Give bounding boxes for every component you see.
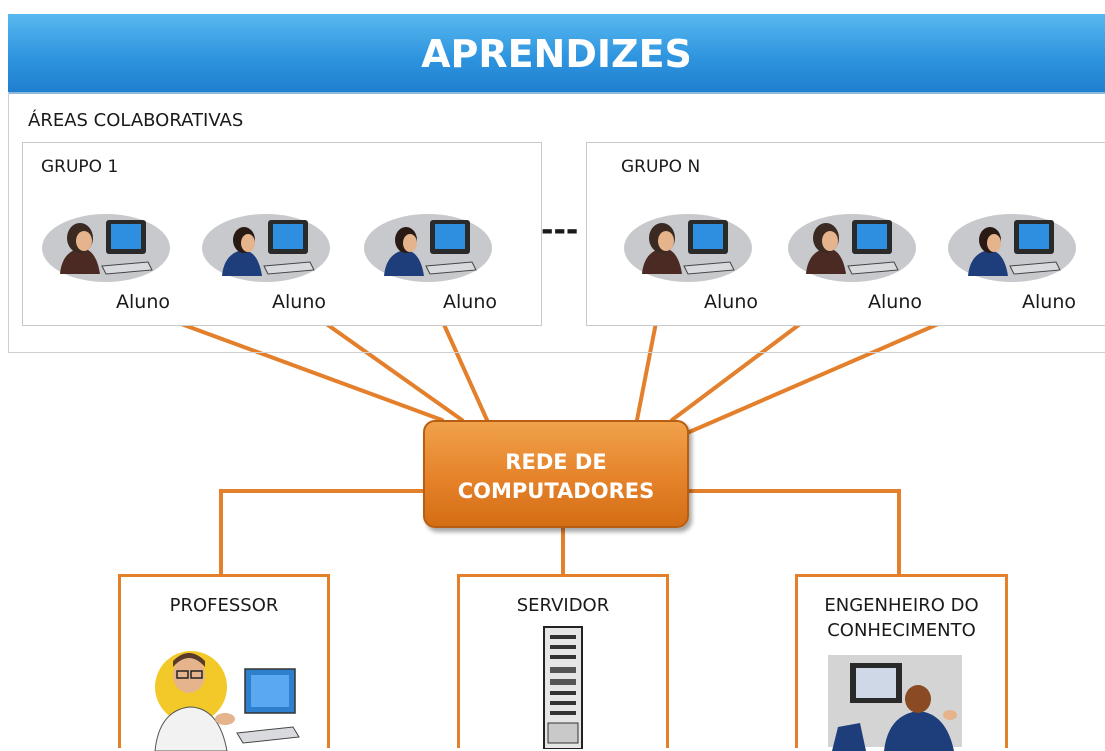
- network-hub: REDE DE COMPUTADORES: [423, 420, 689, 528]
- knowledge-engineer-label-line2: CONHECIMENTO: [827, 620, 976, 641]
- network-hub-label: REDE DE COMPUTADORES: [425, 448, 687, 506]
- student-computer-icon: [42, 214, 170, 282]
- student-label: Aluno: [443, 291, 497, 313]
- group-n-title: GRUPO N: [621, 157, 701, 177]
- header-banner: APRENDIZES: [8, 14, 1105, 94]
- link-aluno-3: [439, 316, 489, 422]
- link-engenheiro: [683, 489, 901, 578]
- knowledge-engineer-label: ENGENHEIRO DO CONHECIMENTO: [798, 593, 1005, 643]
- student-computer-icon: [624, 214, 752, 282]
- network-hub-label-line1: REDE DE: [505, 450, 607, 474]
- knowledge-engineer-box: ENGENHEIRO DO CONHECIMENTO: [795, 574, 1008, 751]
- collaborative-area: [8, 92, 1105, 353]
- student-label: Aluno: [868, 291, 922, 313]
- server-box: SERVIDOR: [457, 574, 669, 749]
- server-label: SERVIDOR: [516, 595, 610, 616]
- knowledge-engineer-icon: [828, 655, 962, 751]
- page-title: APRENDIZES: [421, 32, 692, 76]
- professor-label: PROFESSOR: [169, 595, 279, 616]
- student-label: Aluno: [116, 291, 170, 313]
- student-label: Aluno: [704, 291, 758, 313]
- student-computer-icon: [948, 214, 1076, 282]
- professor-box: PROFESSOR: [118, 574, 330, 751]
- student-label: Aluno: [272, 291, 326, 313]
- server-icon: [543, 626, 583, 749]
- collaborative-area-title: ÁREAS COLABORATIVAS: [28, 110, 244, 131]
- link-aluno-2: [316, 316, 464, 422]
- professor-icon: [154, 651, 300, 751]
- student-label: Aluno: [1022, 291, 1076, 313]
- student-computer-icon: [788, 214, 916, 282]
- group-separator: ---: [541, 213, 579, 248]
- knowledge-engineer-label-line1: ENGENHEIRO DO: [824, 595, 979, 616]
- link-professor: [219, 489, 427, 578]
- student-computer-icon: [202, 214, 330, 282]
- student-computer-icon: [364, 214, 492, 282]
- group-1-title: GRUPO 1: [41, 157, 119, 177]
- network-hub-label-line2: COMPUTADORES: [457, 479, 655, 503]
- link-aluno-1: [163, 316, 444, 422]
